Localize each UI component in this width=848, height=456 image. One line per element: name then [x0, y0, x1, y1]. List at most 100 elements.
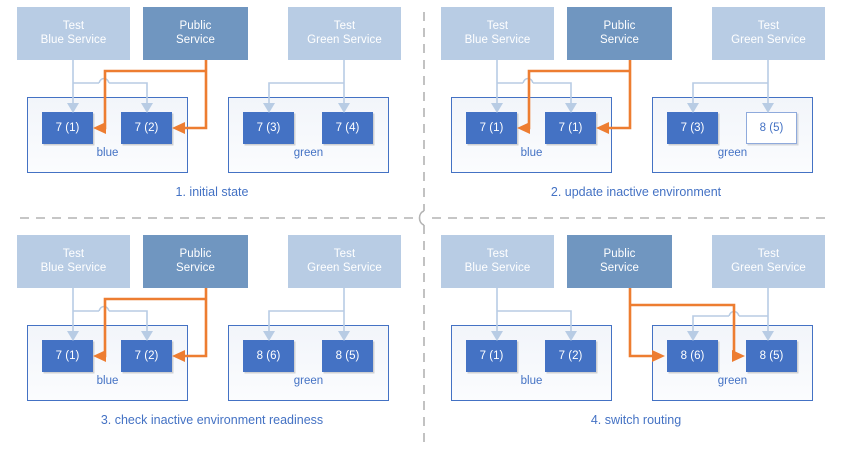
arrowhead-light	[338, 331, 350, 341]
arrowhead-orange	[652, 350, 665, 362]
wire-public-to-blue-a	[103, 297, 206, 358]
environment-label: green	[293, 147, 324, 159]
arrowhead-light	[141, 331, 153, 341]
panel-3-connectors	[67, 288, 350, 362]
environment-label: blue	[96, 375, 119, 387]
wire-public-to-blue-b	[183, 60, 208, 130]
instance-blue-b[interactable]: 7 (1)	[545, 112, 596, 144]
arrowhead-light	[491, 103, 503, 113]
environment-label: blue	[96, 147, 119, 159]
arrowhead-orange	[732, 350, 745, 362]
wire-public-to-blue-a	[527, 69, 630, 130]
wire-test-blue-to-blue-b	[109, 82, 148, 103]
arrowhead-orange	[517, 122, 530, 134]
wire-test-green-to-green-a	[268, 310, 344, 331]
arrowhead-light	[491, 331, 503, 341]
instance-green-b[interactable]: 7 (4)	[322, 112, 373, 144]
wire-test-green-to-green-a	[692, 315, 729, 331]
wire-public-to-blue-b	[607, 60, 632, 130]
instance-blue-b[interactable]: 7 (2)	[121, 112, 172, 144]
arrowhead-light	[141, 103, 153, 113]
wire-test-blue-to-blue-b	[109, 310, 148, 331]
arrowhead-light	[565, 331, 577, 341]
arrowhead-light	[687, 331, 699, 341]
instance-green-a[interactable]: 7 (3)	[667, 112, 718, 144]
panel-caption: 2. update inactive environment	[550, 185, 722, 199]
panel-4-connectors	[491, 288, 774, 362]
wire-public-to-blue-b	[183, 288, 208, 358]
arrowhead-orange	[596, 122, 609, 134]
instance-green-b[interactable]: 8 (5)	[746, 112, 797, 144]
wire-test-green-to-green-a	[268, 82, 344, 103]
environment-label: blue	[520, 375, 543, 387]
arrowhead-orange	[172, 350, 185, 362]
instance-blue-a[interactable]: 7 (1)	[466, 340, 517, 372]
instance-blue-b[interactable]: 7 (2)	[121, 340, 172, 372]
panel-caption: 3. check inactive environment readiness	[100, 413, 324, 427]
arrowhead-light	[338, 103, 350, 113]
arrowhead-orange	[93, 122, 106, 134]
wire-public-to-green-b	[630, 303, 736, 358]
instance-blue-a[interactable]: 7 (1)	[42, 112, 93, 144]
instance-green-a[interactable]: 7 (3)	[243, 112, 294, 144]
arrowhead-light	[263, 103, 275, 113]
instance-green-b[interactable]: 8 (5)	[746, 340, 797, 372]
panel-2-connectors	[491, 60, 774, 134]
panel-caption: 4. switch routing	[590, 413, 682, 427]
panel-1-connectors	[67, 60, 350, 134]
instance-blue-a[interactable]: 7 (1)	[466, 112, 517, 144]
arrowhead-light	[263, 331, 275, 341]
environment-label: blue	[520, 147, 543, 159]
instance-green-a[interactable]: 8 (6)	[667, 340, 718, 372]
panel-caption: 1. initial state	[175, 185, 249, 199]
arrowhead-orange	[172, 122, 185, 134]
environment-label: green	[717, 375, 748, 387]
instance-green-a[interactable]: 8 (6)	[243, 340, 294, 372]
arrowhead-light	[762, 103, 774, 113]
arrowhead-orange	[93, 350, 106, 362]
environment-label: green	[293, 375, 324, 387]
wire-test-green-to-green-a	[692, 82, 768, 103]
wire-public-to-green-a	[628, 288, 654, 358]
wire-test-blue-to-blue-b	[497, 310, 572, 331]
instance-blue-a[interactable]: 7 (1)	[42, 340, 93, 372]
arrowhead-light	[762, 331, 774, 341]
wire-public-to-blue-a	[103, 69, 206, 130]
instance-blue-b[interactable]: 7 (2)	[545, 340, 596, 372]
environment-label: green	[717, 147, 748, 159]
arrowhead-light	[67, 331, 79, 341]
instance-green-b[interactable]: 8 (5)	[322, 340, 373, 372]
arrowhead-light	[67, 103, 79, 113]
arrowhead-light	[687, 103, 699, 113]
arrowhead-light	[565, 103, 577, 113]
